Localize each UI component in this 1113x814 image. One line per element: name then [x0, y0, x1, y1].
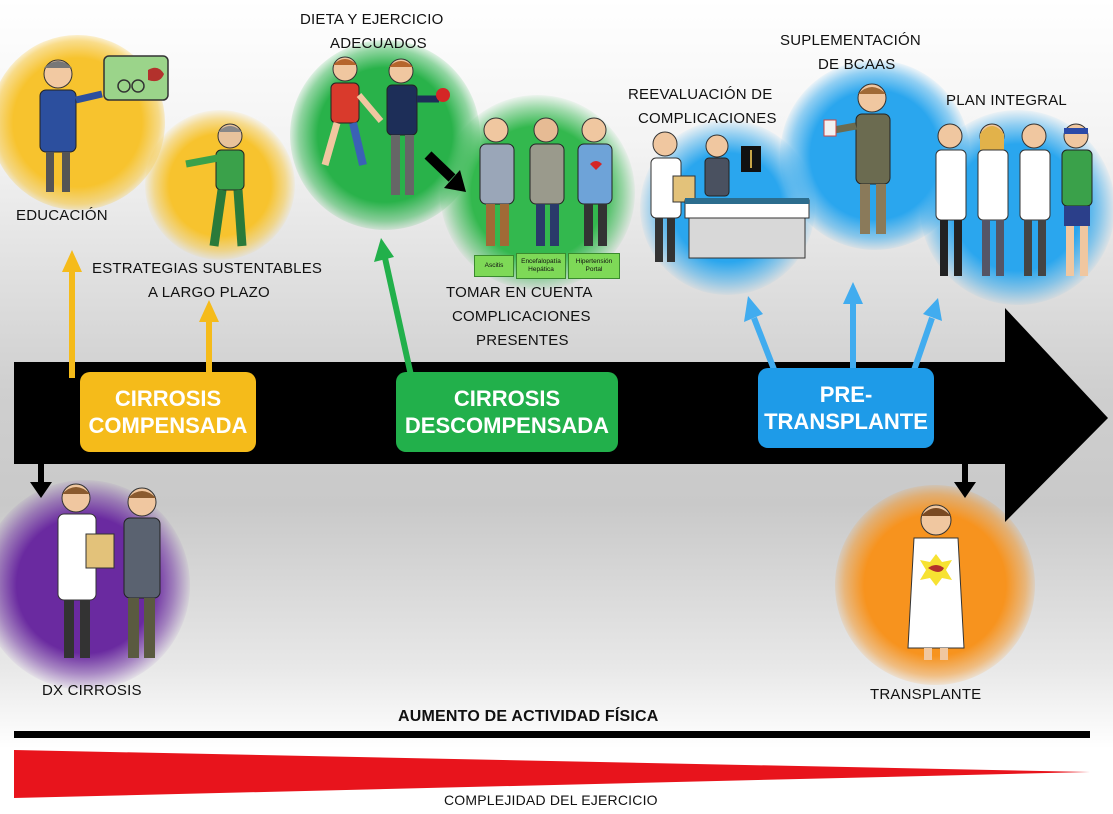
plan-integral-figures — [935, 123, 1093, 276]
stage-cirrosis-compensada: CIRROSIS COMPENSADA — [80, 372, 256, 452]
transplante-patient-figure — [907, 504, 965, 660]
estrategias-person-figure — [185, 123, 247, 247]
stage-pre-line1: PRE- — [819, 382, 873, 407]
label-reevaluacion-line2: COMPLICACIONES — [638, 110, 777, 127]
label-dieta-line2: ADECUADOS — [330, 35, 427, 52]
label-tomar-line3: PRESENTES — [476, 332, 569, 349]
stage-descompensada-line1: CIRROSIS — [453, 386, 561, 411]
complicaciones-figures — [479, 117, 613, 246]
label-complejidad-ejercicio: COMPLEJIDAD DEL EJERCICIO — [444, 792, 658, 808]
label-transplante: TRANSPLANTE — [870, 686, 982, 703]
stage-descompensada-line2: DESCOMPENSADA — [404, 413, 610, 438]
dieta-ejercicio-figures — [321, 56, 450, 195]
suplementacion-figure — [823, 83, 891, 234]
label-dx-cirrosis: DX CIRROSIS — [42, 682, 142, 699]
label-estrategias-line2: A LARGO PLAZO — [148, 284, 270, 301]
complication-ascitis: Ascitis — [474, 255, 514, 277]
stage-compensada-line2: COMPENSADA — [88, 413, 248, 438]
label-dieta-line1: DIETA Y EJERCICIO — [300, 11, 444, 28]
dx-cirrosis-figures — [57, 483, 161, 658]
label-suplementacion-line1: SUPLEMENTACIÓN — [780, 32, 921, 49]
label-tomar-line1: TOMAR EN CUENTA — [446, 284, 593, 301]
reevaluacion-figures — [650, 131, 810, 262]
label-plan-integral: PLAN INTEGRAL — [946, 92, 1067, 109]
label-estrategias-line1: ESTRATEGIAS SUSTENTABLES — [92, 260, 323, 277]
stage-pre-transplante: PRE- TRANSPLANTE — [758, 368, 934, 448]
label-aumento-actividad: AUMENTO DE ACTIVIDAD FÍSICA — [398, 708, 659, 725]
stage-pre-line2: TRANSPLANTE — [764, 409, 928, 434]
stage-compensada-line1: CIRROSIS — [114, 386, 222, 411]
label-educacion: EDUCACIÓN — [16, 207, 108, 224]
label-reevaluacion-line1: REEVALUACIÓN DE — [628, 86, 773, 103]
complication-hipertension: Hipertensión Portal — [568, 253, 620, 279]
educacion-teacher-figure — [39, 55, 169, 192]
complication-encefalopatia: Encefalopatía Hepática — [516, 253, 566, 279]
label-suplementacion-line2: DE BCAAS — [818, 56, 896, 73]
stage-cirrosis-descompensada: CIRROSIS DESCOMPENSADA — [396, 372, 618, 452]
label-tomar-line2: COMPLICACIONES — [452, 308, 591, 325]
